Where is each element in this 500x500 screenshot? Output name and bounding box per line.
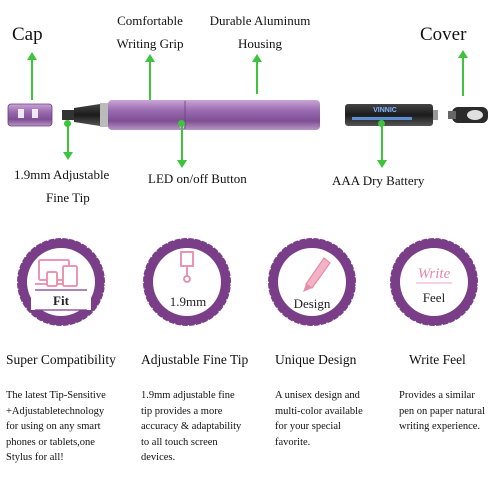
cap-arrow-line: [31, 58, 33, 100]
housing-arrow-head: [252, 54, 262, 62]
housing-part: [108, 100, 320, 130]
led-label: LED on/off Button: [148, 171, 247, 186]
desc-line: tip provides a more: [141, 405, 223, 417]
tip-arrow-line: [67, 124, 69, 154]
feel-badge-text: Feel: [423, 290, 446, 305]
feature-desc-compat: The latest Tip-Sensitive +Adjustabletech…: [6, 388, 136, 466]
cover-arrow-line: [462, 56, 464, 96]
battery-arrow-dot: [378, 120, 385, 127]
pencil-icon: [303, 257, 331, 292]
desc-line: to all touch screen: [141, 436, 218, 448]
cover-arrow-head: [458, 50, 468, 58]
tip-arrow-head: [63, 152, 73, 160]
cap-part: [7, 103, 53, 127]
desc-line: Stylus for all!: [6, 452, 64, 463]
feature-title-compat: Super Compatibility: [6, 352, 116, 367]
desc-line: 1.9mm adjustable fine: [141, 390, 235, 401]
tip-badge-text: 1.9mm: [170, 294, 206, 309]
desc-line: for using on any smart: [6, 421, 101, 432]
housing-label-line1: Durable Aluminum: [209, 13, 311, 28]
design-badge: Design: [267, 237, 357, 327]
desc-line: pen on paper natural: [399, 405, 486, 417]
desc-line: Provides a similar: [399, 390, 475, 401]
led-arrow-dot: [178, 120, 185, 127]
battery-part: VINNIC: [345, 104, 438, 126]
battery-arrow-head: [377, 160, 387, 168]
housing-arrow-line: [256, 60, 258, 94]
housing-label: Durable Aluminum Housing: [200, 12, 320, 52]
desc-line: accuracy & adaptability: [141, 421, 242, 432]
desc-line: The latest Tip-Sensitive: [6, 390, 106, 401]
tip-badge: 1.9mm: [142, 237, 232, 327]
cap-arrow-head: [27, 52, 37, 60]
desc-line: phones or tablets,one: [6, 436, 95, 448]
tip-label: 1.9mm Adjustable Fine Tip: [14, 166, 109, 206]
grip-label-line2: Writing Grip: [116, 36, 184, 51]
desc-line: +Adjustabletechnology: [6, 405, 105, 417]
housing-label-line2: Housing: [237, 36, 283, 51]
cover-part: [448, 107, 488, 123]
feature-desc-feel: Provides a similar pen on paper natural …: [399, 388, 499, 435]
desc-line: writing experience.: [399, 421, 481, 432]
led-arrow-head: [177, 160, 187, 168]
fit-badge-text: Fit: [53, 293, 70, 308]
cap-label: Cap: [12, 24, 43, 45]
grip-arrow-line: [149, 60, 151, 100]
devices-icon: [35, 259, 78, 287]
battery-label: AAA Dry Battery: [332, 173, 425, 188]
write-script-text: Write: [418, 266, 451, 282]
pen-illustration: VINNIC: [7, 100, 488, 130]
led-arrow-line: [181, 124, 183, 162]
tip-arrow-dot: [64, 120, 71, 127]
cover-label: Cover: [420, 24, 467, 45]
tip-label-line1: 1.9mm Adjustable: [14, 167, 110, 182]
fit-badge: Fit: [16, 237, 106, 327]
desc-line: favorite.: [275, 436, 311, 448]
grip-label: Comfortable Writing Grip: [100, 12, 200, 52]
feature-title-feel: Write Feel: [409, 352, 466, 367]
battery-brand: VINNIC: [373, 107, 397, 114]
feature-desc-design: A unisex design and multi-color availabl…: [275, 388, 400, 450]
desc-line: for your special: [275, 421, 341, 432]
feature-desc-tip: 1.9mm adjustable fine tip provides a mor…: [141, 388, 271, 466]
feature-title-design: Unique Design: [275, 352, 357, 367]
tip-part: [62, 103, 108, 127]
grip-label-line1: Comfortable: [117, 13, 183, 28]
grip-arrow-head: [145, 54, 155, 62]
desc-line: multi-color available: [275, 405, 363, 417]
battery-arrow-line: [381, 124, 383, 162]
feature-title-tip: Adjustable Fine Tip: [141, 352, 249, 367]
feel-badge: Write Feel: [389, 237, 479, 327]
desc-line: A unisex design and: [275, 390, 360, 401]
desc-line: devices.: [141, 452, 176, 463]
tip-label-line2: Fine Tip: [46, 190, 90, 205]
design-badge-text: Design: [294, 296, 331, 311]
stylus-tip-icon: [180, 251, 194, 283]
